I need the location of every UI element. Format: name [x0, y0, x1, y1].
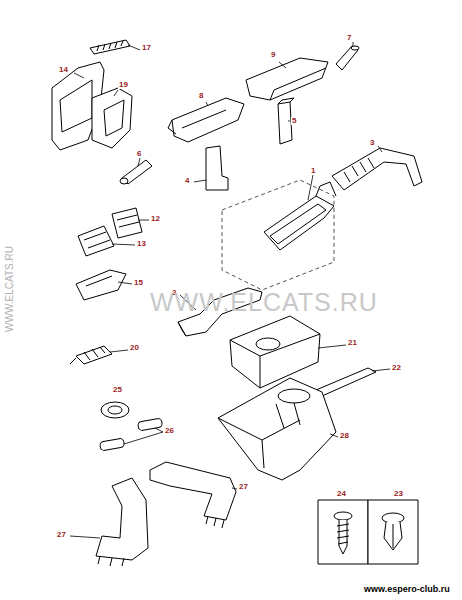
callout-number: 15 — [133, 279, 144, 287]
screw — [334, 512, 352, 554]
callout-number: 17 — [141, 44, 152, 52]
callout-number: 28 — [339, 432, 350, 440]
callout-number: 25 — [112, 386, 123, 394]
callout-number: 24 — [336, 490, 347, 498]
center-vent — [76, 270, 126, 300]
watermark: WWW.ELCATS.RU — [150, 290, 378, 315]
callout-number: 14 — [58, 66, 69, 74]
main-duct-flange — [316, 182, 336, 196]
side-duct — [332, 148, 422, 190]
callout-number: 21 — [347, 339, 358, 347]
grommet — [99, 438, 124, 451]
callout-number: 8 — [198, 92, 204, 100]
callout-number: 19 — [118, 81, 129, 89]
tube-end — [351, 46, 359, 50]
site-address: www.espero-club.ru — [364, 585, 450, 594]
seal-ring-hole — [108, 406, 122, 414]
callout-number: 9 — [270, 51, 276, 59]
callout-number: 4 — [184, 177, 190, 185]
callout-number: 13 — [136, 240, 147, 248]
center-duct — [172, 98, 244, 142]
tray-hole — [256, 338, 280, 350]
rear-duct-outlets — [98, 556, 124, 566]
main-duct — [264, 196, 334, 250]
rear-duct-outlets — [206, 516, 224, 528]
callout-number: 12 — [150, 215, 161, 223]
vent-grille — [90, 40, 130, 54]
callout-number: 23 — [393, 490, 404, 498]
callout-number: 3 — [369, 139, 375, 147]
console-duct — [218, 378, 336, 480]
small-vent — [70, 346, 112, 364]
callout-number: 6 — [136, 150, 142, 158]
bezel — [92, 88, 132, 148]
seal-ring — [101, 402, 129, 418]
upper-duct — [246, 58, 328, 100]
callout-number: 1 — [310, 167, 316, 175]
tube — [336, 46, 358, 70]
tube-end — [120, 178, 128, 184]
heater-unit-outline — [222, 180, 334, 290]
watermark: WWW.ELCATS.RU — [5, 246, 15, 332]
callout-number: 26 — [164, 427, 175, 435]
console-duct-neck — [276, 403, 300, 428]
side-vent — [78, 226, 114, 256]
tray — [230, 316, 320, 388]
rear-duct — [150, 462, 236, 520]
grommet — [137, 418, 162, 431]
trim-strip — [316, 368, 376, 396]
side-vent — [112, 208, 142, 238]
connector-duct — [206, 146, 228, 190]
leader-lines — [70, 42, 390, 538]
duct-ribs — [344, 158, 374, 182]
callout-number: 20 — [129, 344, 140, 352]
callout-number: 7 — [346, 34, 352, 42]
fastener-box — [368, 500, 418, 564]
rear-duct — [96, 478, 148, 560]
callout-number: 27 — [238, 483, 249, 491]
console-duct-hole — [278, 389, 310, 403]
center-duct-tab — [168, 120, 176, 134]
callout-number: 22 — [391, 364, 402, 372]
fastener-box — [318, 500, 368, 564]
callout-number: 27 — [56, 531, 67, 539]
callout-number: 5 — [291, 117, 297, 125]
clip — [382, 513, 404, 550]
